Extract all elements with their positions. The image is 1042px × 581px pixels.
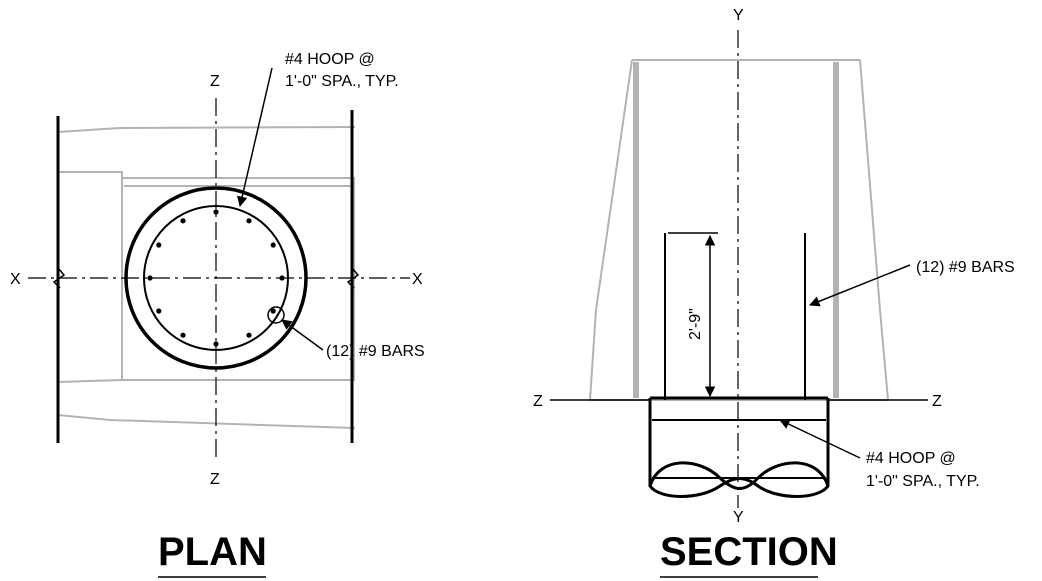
plan-pier-cap-outline <box>57 126 356 429</box>
plan-bar-dot <box>180 218 186 224</box>
plan-bar-dot <box>246 218 252 224</box>
plan-bars-callout: (12) #9 BARS <box>326 343 425 360</box>
plan-bar-dot <box>213 341 219 347</box>
section-title: SECTION <box>660 530 838 574</box>
plan-bar-dot <box>147 275 153 281</box>
section-view: 2'-9" Y Y Z Z (12) #9 BARS #4 HOOP @ 1'-… <box>533 7 1015 578</box>
section-axis-y-bottom: Y <box>733 509 744 526</box>
section-axis-y-top: Y <box>733 7 744 24</box>
plan-view: X X Z Z #4 HOOP @ 1'-0" SPA., TYP. (12) … <box>10 51 425 578</box>
section-axis-z-left: Z <box>533 393 543 410</box>
plan-title: PLAN <box>158 530 267 574</box>
section-bars-callout: (12) #9 BARS <box>916 259 1015 276</box>
section-axis-z-right: Z <box>932 393 942 410</box>
section-hoop-callout-line2: 1'-0" SPA., TYP. <box>866 473 980 490</box>
plan-axis-x-left: X <box>10 271 21 288</box>
plan-bar-highlight-circle <box>267 306 285 324</box>
plan-bar-dot <box>156 242 162 248</box>
section-dimension-text: 2'-9" <box>687 308 704 340</box>
section-bars-leader <box>809 264 911 307</box>
section-column-body <box>589 59 889 401</box>
plan-bar-dot <box>270 242 276 248</box>
plan-shaft-outer-circle <box>124 186 308 370</box>
plan-bar-dot <box>156 308 162 314</box>
plan-axis-z-bottom: Z <box>210 471 220 488</box>
plan-hoop-callout-line2: 1'-0" SPA., TYP. <box>285 73 399 90</box>
section-hoop-leader <box>779 419 861 459</box>
plan-bar-dot <box>180 332 186 338</box>
plan-axis-z-top: Z <box>210 73 220 90</box>
plan-longitudinal-bars <box>147 209 285 347</box>
plan-bar-dot <box>213 209 219 215</box>
plan-bars-leader <box>281 319 324 351</box>
plan-bar-dot <box>246 332 252 338</box>
section-hoop-callout-line1: #4 HOOP @ <box>866 450 956 467</box>
plan-bar-dot <box>270 308 276 314</box>
plan-hoop-callout-line1: #4 HOOP @ <box>285 51 375 68</box>
plan-hoop-leader <box>237 67 273 208</box>
plan-bar-dot <box>279 275 285 281</box>
section-shaft <box>648 396 830 498</box>
plan-hoop-circle <box>143 205 289 351</box>
plan-axis-x-right: X <box>412 271 423 288</box>
section-shaft-break <box>648 461 830 498</box>
